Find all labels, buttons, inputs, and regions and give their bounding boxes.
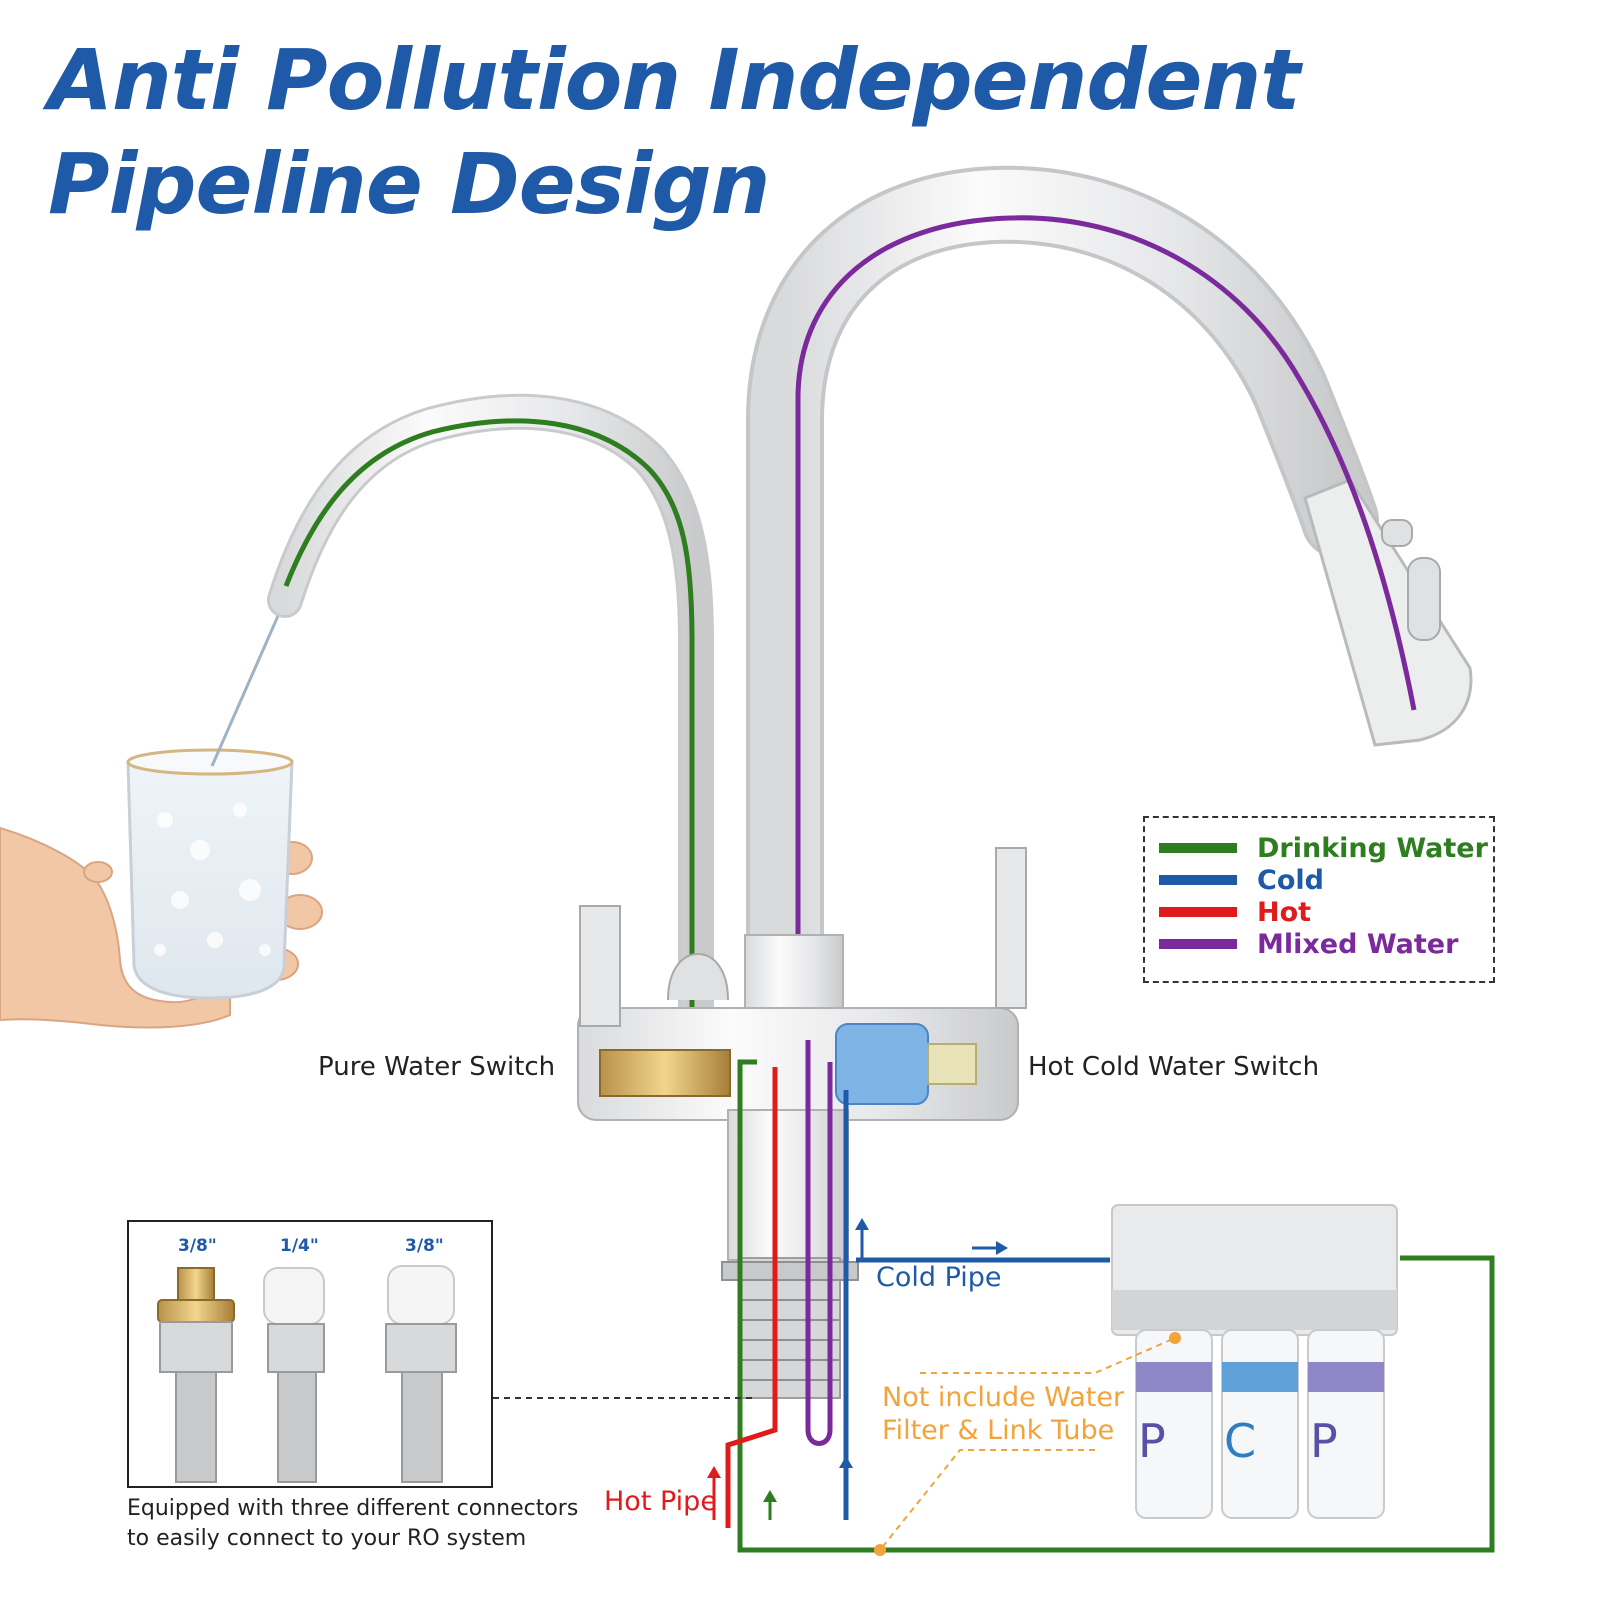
connector-caption: Equipped with three different connectors… — [127, 1494, 578, 1554]
pipe-legend: Drinking Water Cold Hot Mlixed Water — [1143, 816, 1495, 983]
connector-inset: 3/8" 1/4" 3/8" — [127, 1220, 493, 1488]
connector-1-4-white — [263, 1267, 325, 1483]
title-line-2: Pipeline Design — [48, 135, 770, 233]
pure-water-switch-label: Pure Water Switch — [318, 1052, 556, 1082]
faucet-body — [577, 847, 1027, 1399]
supply-pipes — [725, 1040, 1495, 1553]
legend-label: Drinking Water — [1257, 832, 1488, 864]
hand-holding-glass — [0, 748, 323, 1029]
filter-cartridge-letter: C — [1224, 1414, 1257, 1468]
pipe-drinking-water — [737, 1059, 1495, 1553]
filter-note-leaders — [879, 1337, 1176, 1551]
legend-swatch-blue — [1159, 875, 1237, 885]
legend-swatch-green — [1159, 843, 1237, 853]
legend-label: Mlixed Water — [1257, 928, 1459, 960]
ro-filter-unit — [1111, 1204, 1398, 1519]
connector-3-8-brass — [157, 1267, 235, 1483]
connector-set — [157, 1265, 457, 1483]
legend-item-cold: Cold — [1159, 864, 1493, 896]
hot-pipe-label: Hot Pipe — [604, 1486, 717, 1517]
mixed-water-line — [795, 215, 1417, 1080]
caption-line-1: Equipped with three different connectors — [127, 1496, 579, 1521]
filter-note-line-2: Filter & Link Tube — [882, 1415, 1115, 1446]
caption-line-2: to easily connect to your RO system — [127, 1526, 527, 1551]
flow-arrows — [707, 1218, 1008, 1520]
legend-item-hot: Hot — [1159, 896, 1493, 928]
legend-swatch-purple — [1159, 939, 1237, 949]
drinking-water-line — [283, 418, 695, 1060]
legend-label: Cold — [1257, 864, 1324, 896]
filter-note-dot — [1169, 1332, 1181, 1344]
connector-3-8-white — [385, 1265, 457, 1483]
title-line-1: Anti Pollution Independent — [48, 31, 1300, 129]
pull-down-sprayer — [1303, 478, 1473, 747]
cold-pipe-label: Cold Pipe — [876, 1262, 1002, 1293]
connector-size-label: 1/4" — [280, 1236, 319, 1256]
filter-cartridge-letter: P — [1138, 1414, 1166, 1468]
pure-water-spout — [267, 393, 714, 1060]
legend-item-mixed-water: Mlixed Water — [1159, 928, 1493, 960]
hot-cold-switch-label: Hot Cold Water Switch — [1028, 1052, 1320, 1082]
legend-label: Hot — [1257, 896, 1312, 928]
pipe-hot — [725, 1067, 778, 1528]
filter-note-line-1: Not include Water — [882, 1382, 1125, 1413]
connector-size-label: 3/8" — [405, 1236, 444, 1256]
main-spout — [746, 165, 1473, 1080]
pure-water-valve — [599, 1049, 731, 1097]
filter-cartridge-letter: P — [1310, 1414, 1338, 1468]
water-stream — [210, 599, 287, 767]
legend-swatch-red — [1159, 907, 1237, 917]
connector-size-label: 3/8" — [178, 1236, 217, 1256]
pipe-mixed — [805, 1040, 833, 1446]
hot-cold-valve — [835, 1023, 929, 1105]
page-title: Anti Pollution Independent Pipeline Desi… — [48, 28, 1300, 236]
legend-item-drinking-water: Drinking Water — [1159, 832, 1493, 864]
